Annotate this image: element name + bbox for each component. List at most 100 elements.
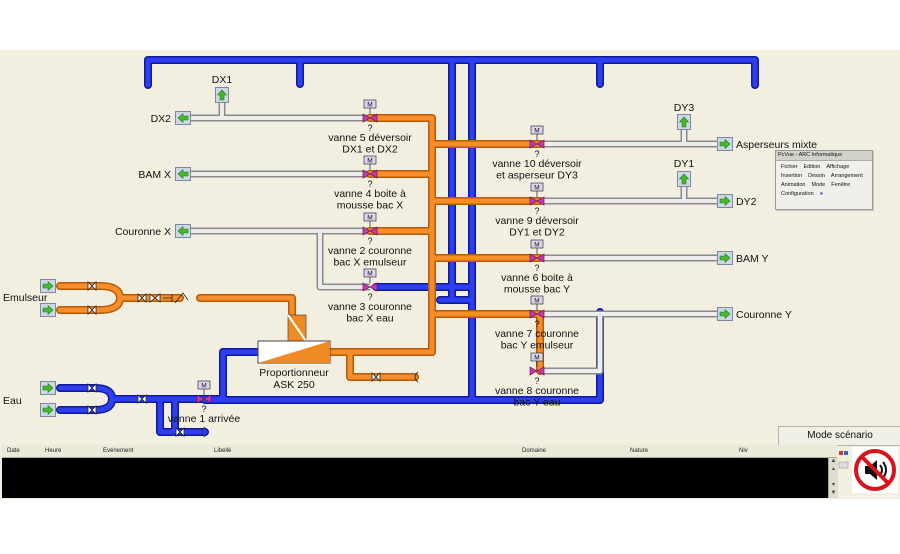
- column-nature[interactable]: Nature: [630, 448, 649, 454]
- valve-state: ?: [367, 179, 372, 189]
- menu-item-configuration[interactable]: Configuration: [781, 191, 814, 197]
- menu-item-arrangement[interactable]: Arrangement: [830, 173, 863, 179]
- valve-motor-mark: M: [367, 158, 372, 165]
- event-list-header: Date Heure Evénement Libellé Domaine Nat…: [2, 445, 837, 458]
- valve-body-icon: [529, 253, 545, 263]
- mode-scenario-button[interactable]: Mode scénario: [778, 426, 900, 446]
- valve-body-icon: [529, 196, 545, 206]
- column-domaine[interactable]: Domaine: [522, 448, 547, 454]
- valve-state: ?: [367, 123, 372, 133]
- output-dy1-arrow-icon[interactable]: [677, 171, 691, 187]
- output-bamx-arrow-icon[interactable]: [175, 167, 191, 181]
- valve-body-icon: [529, 309, 545, 319]
- valve-label-v10-1: et asperseur DY3: [496, 170, 578, 182]
- mute-sound-button[interactable]: [852, 447, 898, 493]
- output-bamx-label: BAM X: [138, 169, 171, 181]
- menu-item-fichier[interactable]: Fichier: [781, 164, 798, 170]
- valve-label-v10-0: vanne 10 déversoir: [492, 158, 582, 170]
- valve-label-v2-0: vanne 2 couronne: [328, 245, 412, 257]
- output-dy2-label: DY2: [736, 196, 757, 208]
- input-eau2-arrow-icon[interactable]: [40, 403, 56, 417]
- valve-motor-mark: M: [367, 215, 372, 222]
- menu-item-mode[interactable]: Mode: [811, 182, 826, 188]
- valve-label-v7-0: vanne 7 couronne: [495, 328, 579, 340]
- menu-item-dessin[interactable]: Dessin: [808, 173, 825, 179]
- output-dy3-arrow-icon[interactable]: [677, 114, 691, 130]
- motor-valve-v1[interactable]: M?vanne 1 arrivée: [168, 380, 241, 425]
- valve-label-v9-1: DY1 et DY2: [509, 227, 565, 239]
- synoptic-canvas: Proportionneur ASK 250 DX1 DX2 BAM X Cou…: [0, 50, 900, 499]
- column-libelle[interactable]: Libellé: [214, 448, 232, 454]
- output-dx1-arrow-icon[interactable]: [215, 87, 229, 103]
- menu-item-insertion[interactable]: Insertion: [781, 173, 803, 179]
- valve-state: ?: [534, 149, 539, 159]
- output-couronney-arrow-icon[interactable]: [717, 307, 733, 321]
- valve-body-icon: [362, 113, 378, 123]
- proportioner[interactable]: Proportionneur ASK 250: [257, 314, 331, 391]
- column-date[interactable]: Date: [7, 448, 20, 454]
- scroll-down-icon[interactable]: ▾: [831, 482, 835, 488]
- output-dy1-label: DY1: [674, 158, 695, 170]
- event-log-scrollbar[interactable]: ▲ ▴ ▾ ▼: [828, 458, 838, 498]
- valve-state: ?: [201, 404, 206, 414]
- valve-body-icon: [529, 366, 545, 376]
- valve-state: ?: [367, 292, 372, 302]
- valve-label-v2-1: bac X emulseur: [334, 257, 407, 269]
- alarm-flag-icon[interactable]: [839, 451, 848, 455]
- check-valve-icon: [149, 292, 189, 304]
- pipe-end-icon: [201, 371, 419, 438]
- valve-motor-mark: M: [534, 185, 539, 192]
- valve-motor-mark: M: [534, 128, 539, 135]
- manual-valves: [87, 281, 381, 437]
- alarm-side-icons: [838, 450, 850, 480]
- input-eau-label: Eau: [3, 395, 22, 407]
- valve-state: ?: [534, 263, 539, 273]
- output-asperseurs-label: Asperseurs mixte: [736, 139, 817, 151]
- valve-label-v1-0: vanne 1 arrivée: [168, 413, 241, 425]
- output-dy2-arrow-icon[interactable]: [717, 194, 733, 208]
- valve-label-v8-0: vanne 8 couronne: [495, 385, 579, 397]
- output-couronnex-arrow-icon[interactable]: [175, 224, 191, 238]
- output-dx2-arrow-icon[interactable]: [175, 111, 191, 125]
- valve-label-v5-1: DX1 et DX2: [342, 144, 398, 156]
- event-log-list[interactable]: [2, 458, 828, 498]
- column-heure[interactable]: Heure: [45, 448, 62, 454]
- menu-item-animation[interactable]: Animation: [781, 182, 806, 188]
- input-emulseur-arrow-icon[interactable]: [40, 279, 56, 293]
- help-icon[interactable]: ●: [819, 191, 824, 197]
- valve-label-v6-0: vanne 6 boite à: [501, 272, 573, 284]
- scroll-up-icon[interactable]: ▴: [831, 466, 835, 472]
- output-couronney-label: Couronne Y: [736, 309, 792, 321]
- valve-state: ?: [367, 236, 372, 246]
- input-emulseur2-arrow-icon[interactable]: [40, 303, 56, 317]
- menu-item-affichage[interactable]: Affichage: [826, 164, 850, 170]
- valve-label-v3-0: vanne 3 couronne: [328, 301, 412, 313]
- scroll-bottom-icon[interactable]: ▼: [830, 490, 837, 496]
- popup-title: PcVue - ARC Informatique: [776, 151, 872, 161]
- valve-label-v6-1: mousse bac Y: [504, 284, 570, 296]
- column-niv[interactable]: Niv: [739, 448, 748, 454]
- column-evenement[interactable]: Evénement: [103, 448, 134, 454]
- valve-label-v7-1: bac Y emulseur: [501, 340, 574, 352]
- scroll-top-icon[interactable]: ▲: [830, 458, 837, 464]
- output-asperseurs-arrow-icon[interactable]: [717, 137, 733, 151]
- menu-item-fenetre[interactable]: Fenêtre: [831, 182, 851, 188]
- alarm-list-icon[interactable]: [838, 461, 849, 469]
- valve-motor-mark: M: [534, 242, 539, 249]
- input-eau-arrow-icon[interactable]: [40, 381, 56, 395]
- output-bamy-arrow-icon[interactable]: [717, 251, 733, 265]
- menu-item-edition[interactable]: Edition: [803, 164, 821, 170]
- valve-body-icon: [529, 139, 545, 149]
- valve-state: ?: [534, 319, 539, 329]
